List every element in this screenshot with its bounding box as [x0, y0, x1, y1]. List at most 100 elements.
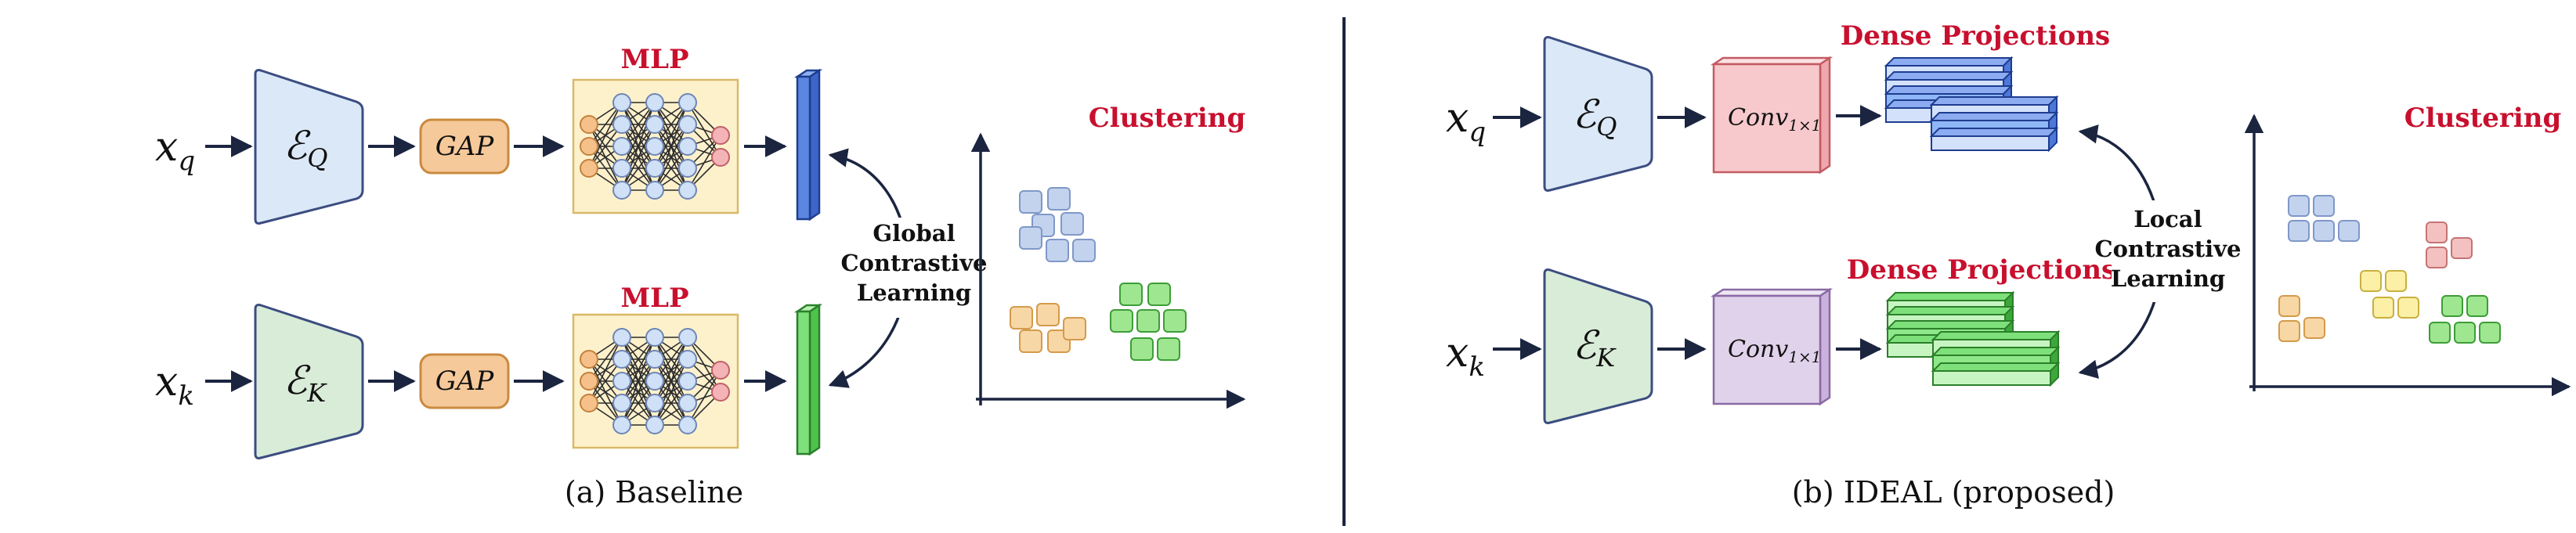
mlp-neuron — [580, 159, 598, 178]
mlp-neuron — [580, 394, 598, 412]
ideal-key-input: xk — [1446, 330, 1485, 383]
mlp-neuron — [711, 148, 730, 167]
mlp-neuron — [612, 159, 631, 178]
baseline-key-encoder-label: ℰK — [284, 358, 327, 408]
cluster-point — [1119, 283, 1143, 306]
baseline-key-mlp-title: MLP — [620, 283, 688, 314]
mlp-neuron — [678, 115, 697, 134]
mlp-neuron — [612, 350, 631, 369]
mlp-neuron — [645, 416, 664, 434]
cluster-point — [1157, 337, 1180, 361]
baseline-query-mlp — [572, 78, 739, 214]
mlp-neuron — [612, 181, 631, 200]
ideal-caption: (b) IDEAL (proposed) — [1792, 475, 2115, 510]
mlp-neuron — [678, 159, 697, 178]
ideal-query-branch: xq ℰQ Conv1×1 Dense Projections — [1446, 20, 2110, 192]
cluster-point — [2278, 320, 2300, 342]
mlp-connection — [621, 124, 656, 191]
mlp-neuron — [612, 394, 631, 412]
projection-slab-top — [1884, 85, 2014, 95]
projection-slab-top — [1931, 362, 2061, 372]
baseline-query-mlp-title: MLP — [620, 44, 688, 75]
baseline-key-branch: xk ℰK GAP MLP — [155, 283, 823, 459]
cluster-point — [2426, 247, 2448, 268]
cluster-point — [2451, 237, 2473, 259]
mlp-neuron — [678, 137, 697, 156]
mlp-neuron — [612, 416, 631, 434]
projection-slab-front — [1931, 135, 2050, 151]
baseline-query-input: xq — [155, 124, 195, 177]
ideal-query-input: xq — [1446, 95, 1486, 148]
mlp-neuron — [711, 361, 730, 380]
cluster-point — [2454, 322, 2476, 344]
mlp-neuron — [678, 93, 697, 112]
baseline-key-gap-block — [419, 353, 510, 409]
mlp-neuron — [612, 115, 631, 134]
mlp-neuron — [580, 350, 598, 369]
mlp-connection — [654, 337, 688, 404]
ideal-panel: xq ℰQ Conv1×1 Dense Projections xk ℰK — [1446, 20, 2571, 510]
mlp-neuron — [678, 394, 697, 412]
cluster-point — [2385, 270, 2407, 292]
baseline-key-input: xk — [155, 358, 194, 412]
mlp-neuron — [645, 328, 664, 347]
cluster-point — [1019, 226, 1042, 250]
ideal-query-dense-projections — [1884, 56, 2059, 153]
mlp-neuron — [645, 93, 664, 112]
baseline-loss-line2: Contrastive — [840, 250, 987, 276]
cluster-point — [1136, 309, 1160, 333]
cluster-point — [1060, 212, 1084, 236]
projection-slab-top — [1929, 128, 2059, 137]
baseline-loss-line3: Learning — [857, 279, 971, 306]
cluster-point — [2278, 295, 2300, 317]
baseline-query-feature-bar — [793, 68, 823, 221]
mlp-connection — [654, 124, 688, 191]
mlp-neuron — [580, 137, 598, 156]
baseline-query-encoder — [254, 69, 364, 225]
mlp-neuron — [612, 93, 631, 112]
mlp-neuron — [678, 181, 697, 200]
mlp-neuron — [645, 115, 664, 134]
baseline-query-branch: xq ℰQ GAP MLP — [155, 44, 823, 225]
ideal-key-dense-projections — [1885, 290, 2061, 387]
mlp-neuron — [711, 383, 730, 402]
baseline-panel: xq ℰQ GAP MLP xk ℰK GAP — [155, 44, 1246, 510]
mlp-neuron — [645, 181, 664, 200]
ideal-key-conv-label: Conv1×1 — [1728, 336, 1822, 366]
ideal-key-branch: xk ℰK Conv1×1 Dense Projections — [1446, 254, 2116, 424]
mlp-connection — [687, 369, 721, 426]
mlp-neuron — [678, 372, 697, 391]
mlp-connection — [654, 358, 688, 426]
ideal-query-encoder-label: ℰQ — [1573, 92, 1617, 142]
mlp-connection — [621, 358, 656, 426]
ideal-loss-line2: Contrastive — [2094, 236, 2241, 262]
mlp-neuron — [645, 394, 664, 412]
ideal-query-encoder — [1543, 36, 1653, 192]
baseline-key-gap-label: GAP — [435, 366, 495, 397]
cluster-point — [1019, 330, 1042, 353]
baseline-key-feature-bar — [793, 303, 823, 456]
projection-slab-top — [1929, 112, 2059, 121]
cluster-point — [2338, 220, 2360, 242]
cluster-point — [2429, 322, 2451, 344]
mlp-neuron — [645, 372, 664, 391]
ideal-key-encoder-label: ℰK — [1573, 322, 1617, 373]
mlp-connection — [621, 102, 656, 169]
projection-slab-front — [1932, 370, 2051, 386]
mlp-neuron — [580, 115, 598, 134]
ideal-clustering-plot: Clustering — [2244, 103, 2571, 397]
ideal-key-conv-block — [1710, 287, 1834, 406]
cluster-point — [1163, 309, 1187, 333]
cluster-point — [1147, 283, 1171, 306]
mlp-connection — [621, 337, 656, 404]
mlp-neuron — [645, 137, 664, 156]
cluster-point — [1047, 187, 1071, 211]
baseline-query-gap-block — [419, 118, 510, 175]
cluster-point — [2288, 195, 2310, 217]
cluster-point — [2397, 297, 2419, 319]
baseline-clusters — [1010, 187, 1187, 361]
mlp-neuron — [711, 126, 730, 145]
baseline-key-mlp — [572, 313, 739, 449]
mlp-neuron — [678, 416, 697, 434]
projection-slab-top — [1931, 347, 2061, 356]
